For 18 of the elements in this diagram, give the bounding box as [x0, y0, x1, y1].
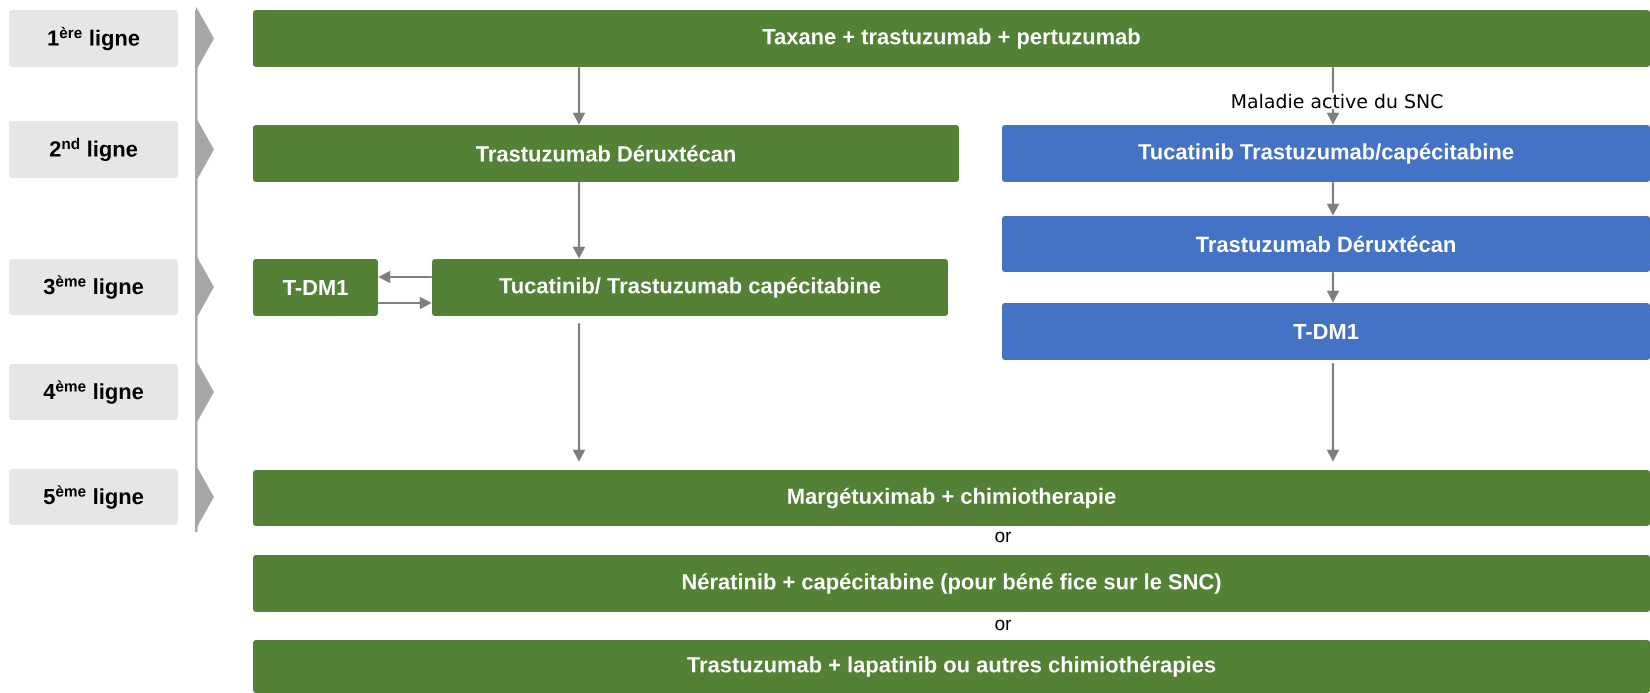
connector-word: or [995, 531, 1012, 543]
treatment-box: Tucatinib/ Trastuzumab capécitabine [432, 259, 948, 316]
treatment-box: T-DM1 [1002, 303, 1650, 360]
treatment-box: T-DM1 [253, 259, 378, 316]
treatment-box: Taxane + trastuzumab + pertuzumab [253, 10, 1650, 67]
edge-label: Maladie active du SNC [1229, 92, 1445, 110]
connector-word: or [995, 619, 1012, 631]
treatment-box: Trastuzumab Déruxtécan [1002, 216, 1650, 272]
stage-box: 5$^{ème}$ ligne [9, 469, 178, 525]
stage-box: 1$^{ère}$ ligne [9, 10, 178, 67]
stage-box: 3$^{ème}$ ligne [9, 259, 178, 315]
stage-box: 2$^{nd}$ ligne [9, 121, 178, 178]
stage-box: 4$^{ème}$ ligne [9, 364, 178, 420]
treatment-box: Trastuzumab + lapatinib ou autres chimiothérapies [253, 640, 1650, 693]
treatment-box: Margétuximab + chimiotherapie [253, 470, 1650, 526]
treatment-box: Nératinib + capécitabine (pour béné fice sur le SNC) [253, 555, 1650, 612]
treatment-box: Tucatinib Trastuzumab/capécitabine [1002, 125, 1650, 182]
treatment-box: Trastuzumab Déruxtécan [253, 125, 959, 182]
